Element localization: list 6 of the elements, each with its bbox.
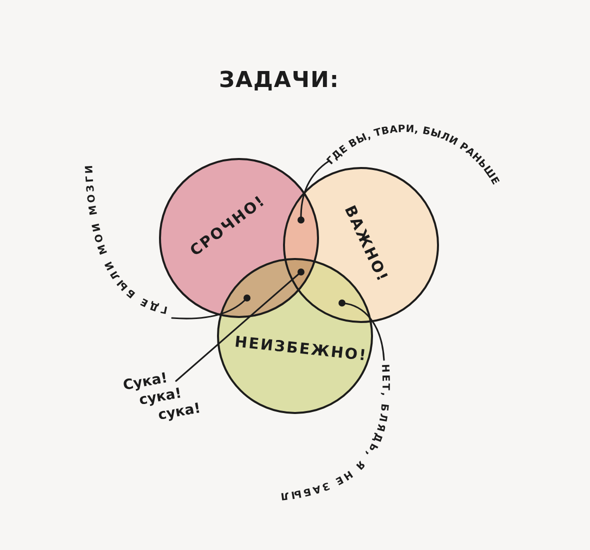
leader-line <box>338 300 385 361</box>
leader-line <box>298 160 330 224</box>
title: ЗАДАЧИ: <box>219 70 340 92</box>
circle-label: НЕИЗБЕЖНО! <box>233 334 368 363</box>
leader-line <box>175 268 304 382</box>
leader-line <box>171 294 250 320</box>
